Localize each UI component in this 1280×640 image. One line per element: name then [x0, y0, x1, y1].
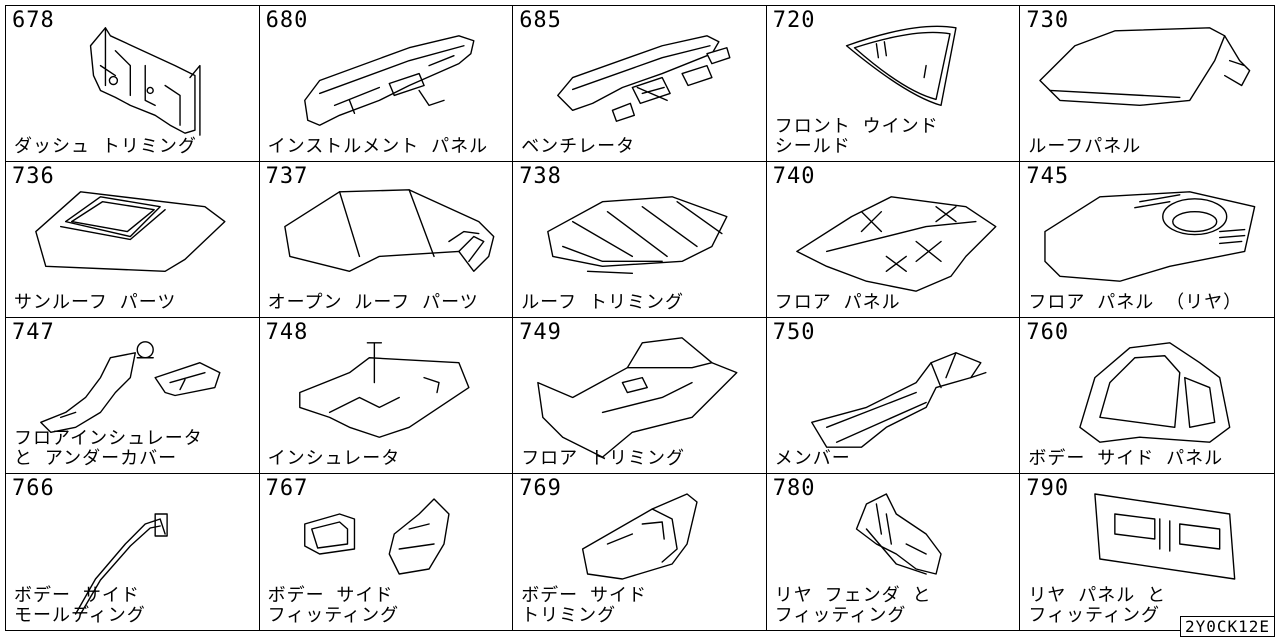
part-code: 685 [519, 8, 562, 33]
part-cell-737[interactable]: 737 オープン ルーフ パーツ [259, 162, 514, 318]
member-frame-icon [810, 352, 987, 448]
part-label: フロア パネル [774, 292, 901, 313]
part-label: ボデー サイド トリミング [521, 585, 648, 626]
side-trim-icon [582, 493, 698, 580]
part-cell-748[interactable]: 748 インシュレータ [259, 318, 514, 474]
side-molding-icon [74, 513, 168, 615]
part-code: 740 [772, 164, 816, 189]
part-label: インストルメント パネル [267, 136, 489, 157]
part-label: ルーフパネル [1028, 136, 1142, 157]
part-cell-738[interactable]: 738 ルーフ トリミング [513, 162, 767, 318]
part-cell-760[interactable]: 760 ボデー サイド パネル [1020, 318, 1274, 474]
part-cell-685[interactable]: 685 ベンチレータ [513, 6, 767, 162]
part-code: 678 [12, 8, 55, 33]
part-code: 760 [1026, 320, 1070, 345]
part-label: ルーフ トリミング [521, 292, 684, 313]
side-fitting-icon [303, 498, 450, 575]
open-roof-icon [283, 189, 494, 272]
part-cell-750[interactable]: 750 メンバー [766, 318, 1021, 474]
part-code: 748 [265, 320, 309, 345]
part-cell-780[interactable]: 780 リヤ フェンダ と フィッティング [767, 474, 1021, 630]
roof-panel-icon [1039, 27, 1251, 107]
sunroof-icon [35, 191, 226, 272]
part-cell-680[interactable]: 680 インストルメント パネル [259, 6, 514, 162]
floor-trim-icon [537, 337, 738, 458]
part-cell-749[interactable]: 749 フロア トリミング [513, 318, 767, 474]
part-cell-720[interactable]: 720 フロント ウインド シールド [766, 6, 1021, 162]
part-code: 737 [265, 164, 309, 189]
part-code: 766 [12, 476, 55, 501]
part-code: 749 [519, 320, 562, 345]
part-label: リヤ フェンダ と フィッティング [774, 585, 932, 626]
body-side-panel-icon [1079, 342, 1231, 443]
part-label: フロア トリミング [521, 448, 686, 469]
part-label: ボデー サイド フィッティング [267, 585, 400, 626]
rear-fender-icon [855, 493, 942, 575]
rear-floor-panel-icon [1044, 191, 1256, 282]
part-cell-730[interactable]: 730 ルーフパネル [1020, 6, 1274, 162]
part-label: ボデー サイド パネル [1028, 448, 1224, 469]
part-code: 720 [772, 8, 816, 33]
part-code: 790 [1026, 476, 1070, 501]
part-cell-736[interactable]: 736 サンルーフ パーツ [6, 162, 260, 318]
part-code: 780 [772, 476, 816, 501]
part-code: 745 [1026, 164, 1070, 189]
part-label: リヤ パネル と フィッティング [1028, 585, 1167, 626]
part-code: 750 [772, 320, 816, 345]
part-label: フロント ウインド シールド [774, 116, 939, 157]
windshield-icon [845, 25, 957, 107]
part-cell-766[interactable]: 766 ボデー サイド モールディング [6, 474, 260, 630]
part-label: フロアインシュレータ と アンダーカバー [14, 428, 203, 469]
part-code: 747 [12, 320, 55, 345]
part-cell-769[interactable]: 769 ボデー サイド トリミング [513, 474, 767, 630]
part-label: ベンチレータ [521, 136, 636, 157]
floor-insulator-icon [40, 341, 221, 433]
diagram-reference-code: 2Y0CK12E [1179, 616, 1275, 637]
part-code: 767 [265, 476, 309, 501]
part-cell-747[interactable]: 747 フロアインシュレータ と アンダーカバー [6, 318, 260, 474]
insulator-icon [298, 342, 470, 438]
part-code: 730 [1026, 8, 1070, 33]
part-label: オープン ルーフ パーツ [267, 292, 479, 313]
part-code: 680 [265, 8, 309, 33]
part-code: 769 [519, 476, 562, 501]
rear-panel-icon [1094, 493, 1236, 580]
part-code: 738 [519, 164, 562, 189]
part-label: メンバー [774, 448, 851, 469]
part-cell-767[interactable]: 767 ボデー サイド フィッティング [260, 474, 514, 630]
part-cell-740[interactable]: 740 フロア パネル [766, 162, 1021, 318]
part-cell-745[interactable]: 745 フロア パネル （リヤ） [1020, 162, 1274, 318]
parts-grid: 678 ダッシュ トリミング 680 インストルメント パネル 685 ベンチレータ 720… [5, 5, 1275, 631]
part-cell-678[interactable]: 678 ダッシュ トリミング [6, 6, 260, 162]
instrument-panel-icon [303, 35, 475, 126]
part-label: フロア パネル （リヤ） [1028, 292, 1243, 313]
part-cell-790[interactable]: 790 リヤ パネル と フィッティング [1020, 474, 1274, 630]
floor-panel-icon [795, 196, 997, 292]
part-label: ボデー サイド モールディング [14, 585, 146, 626]
ventilator-icon [557, 35, 731, 122]
part-label: ダッシュ トリミング [14, 136, 197, 157]
part-label: インシュレータ [267, 448, 401, 469]
dash-trim-icon [89, 27, 201, 136]
part-code: 736 [12, 164, 55, 189]
part-label: サンルーフ パーツ [14, 292, 177, 313]
roof-trim-icon [547, 196, 728, 274]
